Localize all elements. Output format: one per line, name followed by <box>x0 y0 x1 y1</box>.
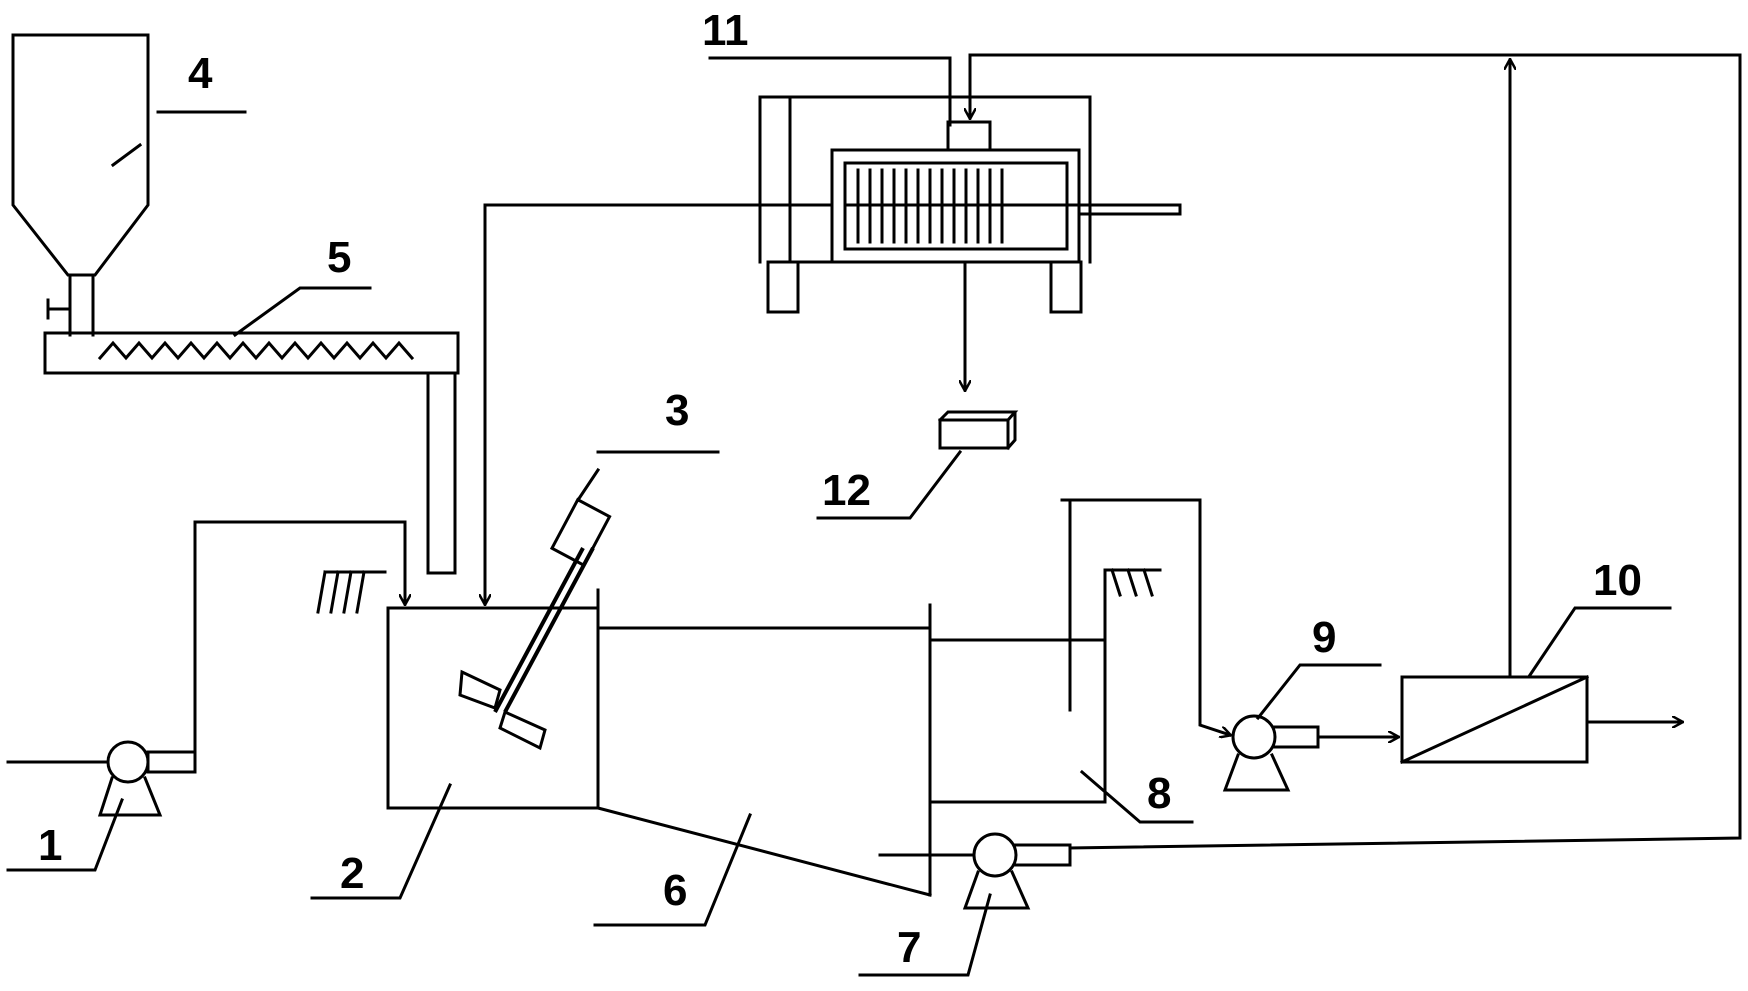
membrane-unit <box>1400 606 1672 764</box>
pump-9 <box>1222 663 1382 792</box>
pump9-suction-line <box>1060 498 1230 735</box>
leader-6 <box>593 813 752 927</box>
pump-7 <box>858 832 1072 977</box>
label-stirrer-3: 3 <box>665 386 689 435</box>
stirrer <box>458 450 720 751</box>
label-pump-9: 9 <box>1312 613 1336 662</box>
screw-feeder <box>43 286 460 575</box>
hopper <box>11 33 247 337</box>
leader-2 <box>310 783 452 900</box>
label-pump-1: 1 <box>38 821 62 870</box>
pump-1 <box>6 740 197 872</box>
recycle-top-line <box>970 53 1742 118</box>
mixing-tank <box>316 570 600 810</box>
filter-press <box>708 56 1182 314</box>
filter-cake <box>816 410 1019 520</box>
label-tank-8: 8 <box>1147 769 1171 818</box>
pump1-feed-line <box>193 520 405 762</box>
filtrate-return-line <box>485 203 834 604</box>
label-hopper-4: 4 <box>188 49 213 98</box>
label-tank-2: 2 <box>340 849 364 898</box>
label-cake-12: 12 <box>822 466 871 515</box>
leader-8 <box>1079 769 1194 824</box>
label-pump-7: 7 <box>897 923 921 972</box>
label-membrane-10: 10 <box>1593 556 1642 605</box>
settling-tank <box>596 603 932 897</box>
label-feeder-5: 5 <box>327 233 351 282</box>
clear-water-tank <box>928 498 1162 804</box>
label-tank-6: 6 <box>663 866 687 915</box>
label-filter-press-11: 11 <box>702 6 749 55</box>
recycle-right-line <box>1068 53 1742 850</box>
